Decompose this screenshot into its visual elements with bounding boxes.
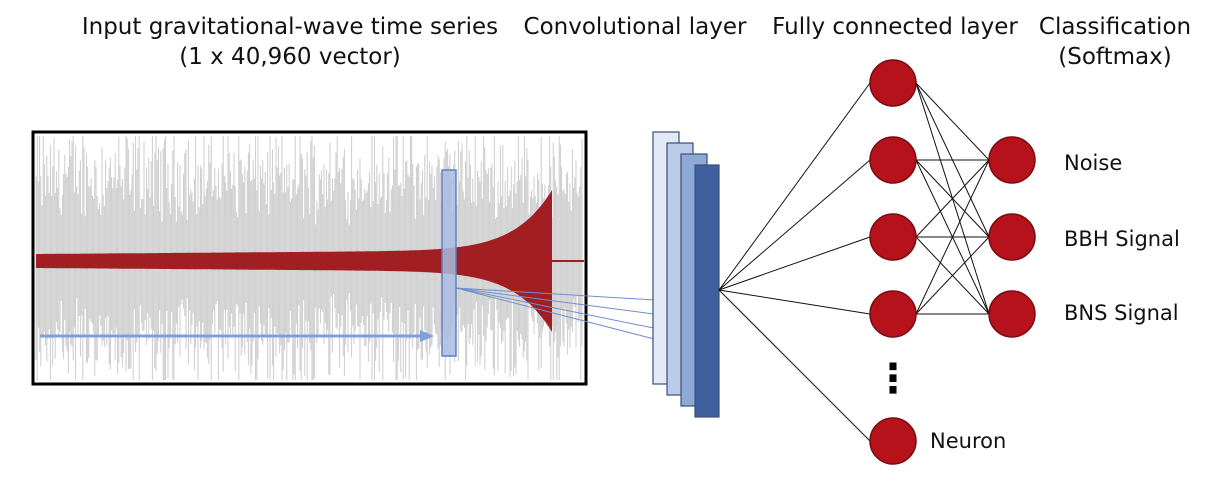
scan-window bbox=[441, 169, 457, 357]
fc-neuron bbox=[869, 136, 917, 184]
fc-edge bbox=[718, 289, 871, 315]
fc-neuron bbox=[869, 213, 917, 261]
class-heading-line2: (Softmax) bbox=[1058, 44, 1172, 70]
chirp-signal bbox=[36, 190, 552, 332]
fc-edge bbox=[718, 236, 871, 291]
conv-filter bbox=[694, 164, 720, 418]
fc-edge bbox=[718, 159, 871, 291]
output-edge bbox=[915, 82, 990, 161]
input-heading-line2: (1 x 40,960 vector) bbox=[179, 44, 401, 70]
output-neuron bbox=[988, 213, 1036, 261]
fc-neurons bbox=[869, 59, 917, 465]
output-edge bbox=[915, 159, 990, 238]
time-series-panel bbox=[31, 130, 588, 386]
fc-neuron bbox=[869, 59, 917, 107]
output-edge bbox=[915, 236, 990, 315]
fc-edge bbox=[718, 289, 871, 442]
input-heading-line1: Input gravitational-wave time series bbox=[81, 14, 499, 40]
class-heading: Classification (Softmax) bbox=[1030, 12, 1200, 72]
window-link bbox=[455, 287, 670, 317]
panel-frame bbox=[31, 130, 588, 386]
output-label-bbh: BBH Signal bbox=[1064, 227, 1180, 251]
ellipsis-icon: ⋮ bbox=[873, 356, 913, 402]
scan-arrow bbox=[40, 330, 434, 342]
class-heading-line1: Classification bbox=[1038, 14, 1192, 40]
window-link bbox=[455, 287, 684, 335]
input-heading: Input gravitational-wave time series (1 … bbox=[60, 12, 520, 72]
neuron-label: Neuron bbox=[930, 429, 1007, 453]
fc-to-output-edges bbox=[915, 82, 990, 315]
output-label-noise: Noise bbox=[1064, 151, 1123, 175]
conv-heading: Convolutional layer bbox=[523, 14, 747, 40]
output-label-bns: BNS Signal bbox=[1064, 301, 1179, 325]
window-link bbox=[455, 287, 656, 301]
output-edge bbox=[915, 159, 990, 315]
fc-neuron bbox=[869, 417, 917, 465]
output-neurons bbox=[988, 136, 1036, 338]
conv-filter-stack bbox=[652, 131, 720, 418]
fc-neuron bbox=[869, 290, 917, 338]
conv-to-fc-edges bbox=[718, 82, 871, 442]
fc-heading: Fully connected layer bbox=[772, 14, 1018, 40]
output-neuron bbox=[988, 136, 1036, 184]
output-neuron bbox=[988, 290, 1036, 338]
fc-edge bbox=[718, 82, 871, 291]
